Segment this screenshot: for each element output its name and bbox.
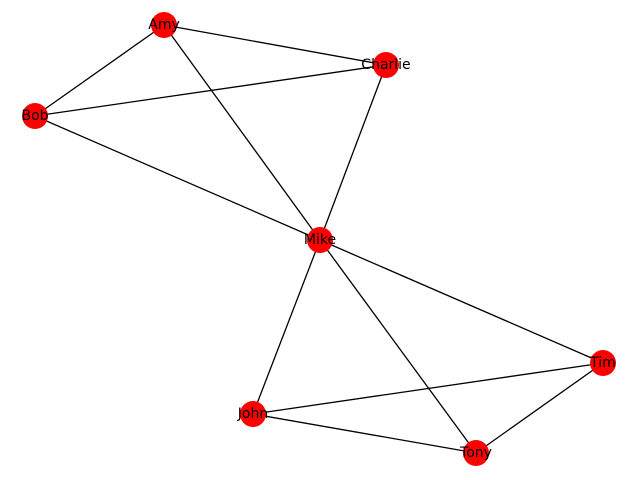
edge-john-tim [252, 362, 604, 415]
edge-amy-charlie [163, 24, 387, 66]
edge-mike-john [252, 239, 321, 415]
edge-bob-mike [34, 115, 321, 241]
edge-bob-charlie [34, 64, 387, 117]
node-label-mike: Mike [304, 232, 336, 248]
node-amy [151, 12, 177, 38]
node-mike [307, 227, 333, 253]
node-charlie [373, 52, 399, 78]
edges-layer [34, 24, 604, 454]
edge-charlie-mike [319, 64, 387, 241]
node-tony [463, 440, 489, 466]
edge-amy-bob [34, 24, 165, 117]
edge-john-tony [252, 413, 477, 454]
node-label-tim: Tim [589, 355, 616, 371]
node-label-bob: Bob [21, 108, 48, 124]
node-label-john: John [237, 406, 268, 422]
edge-tony-tim [475, 362, 604, 454]
edge-mike-tim [319, 239, 604, 364]
node-label-amy: Amy [148, 17, 180, 33]
edge-mike-tony [319, 239, 477, 454]
nodes-layer [22, 12, 616, 466]
node-label-charlie: Charlie [361, 57, 410, 73]
node-label-tony: Tony [459, 445, 492, 461]
edge-amy-mike [163, 24, 321, 241]
node-bob [22, 103, 48, 129]
node-tim [590, 350, 616, 376]
node-john [240, 401, 266, 427]
